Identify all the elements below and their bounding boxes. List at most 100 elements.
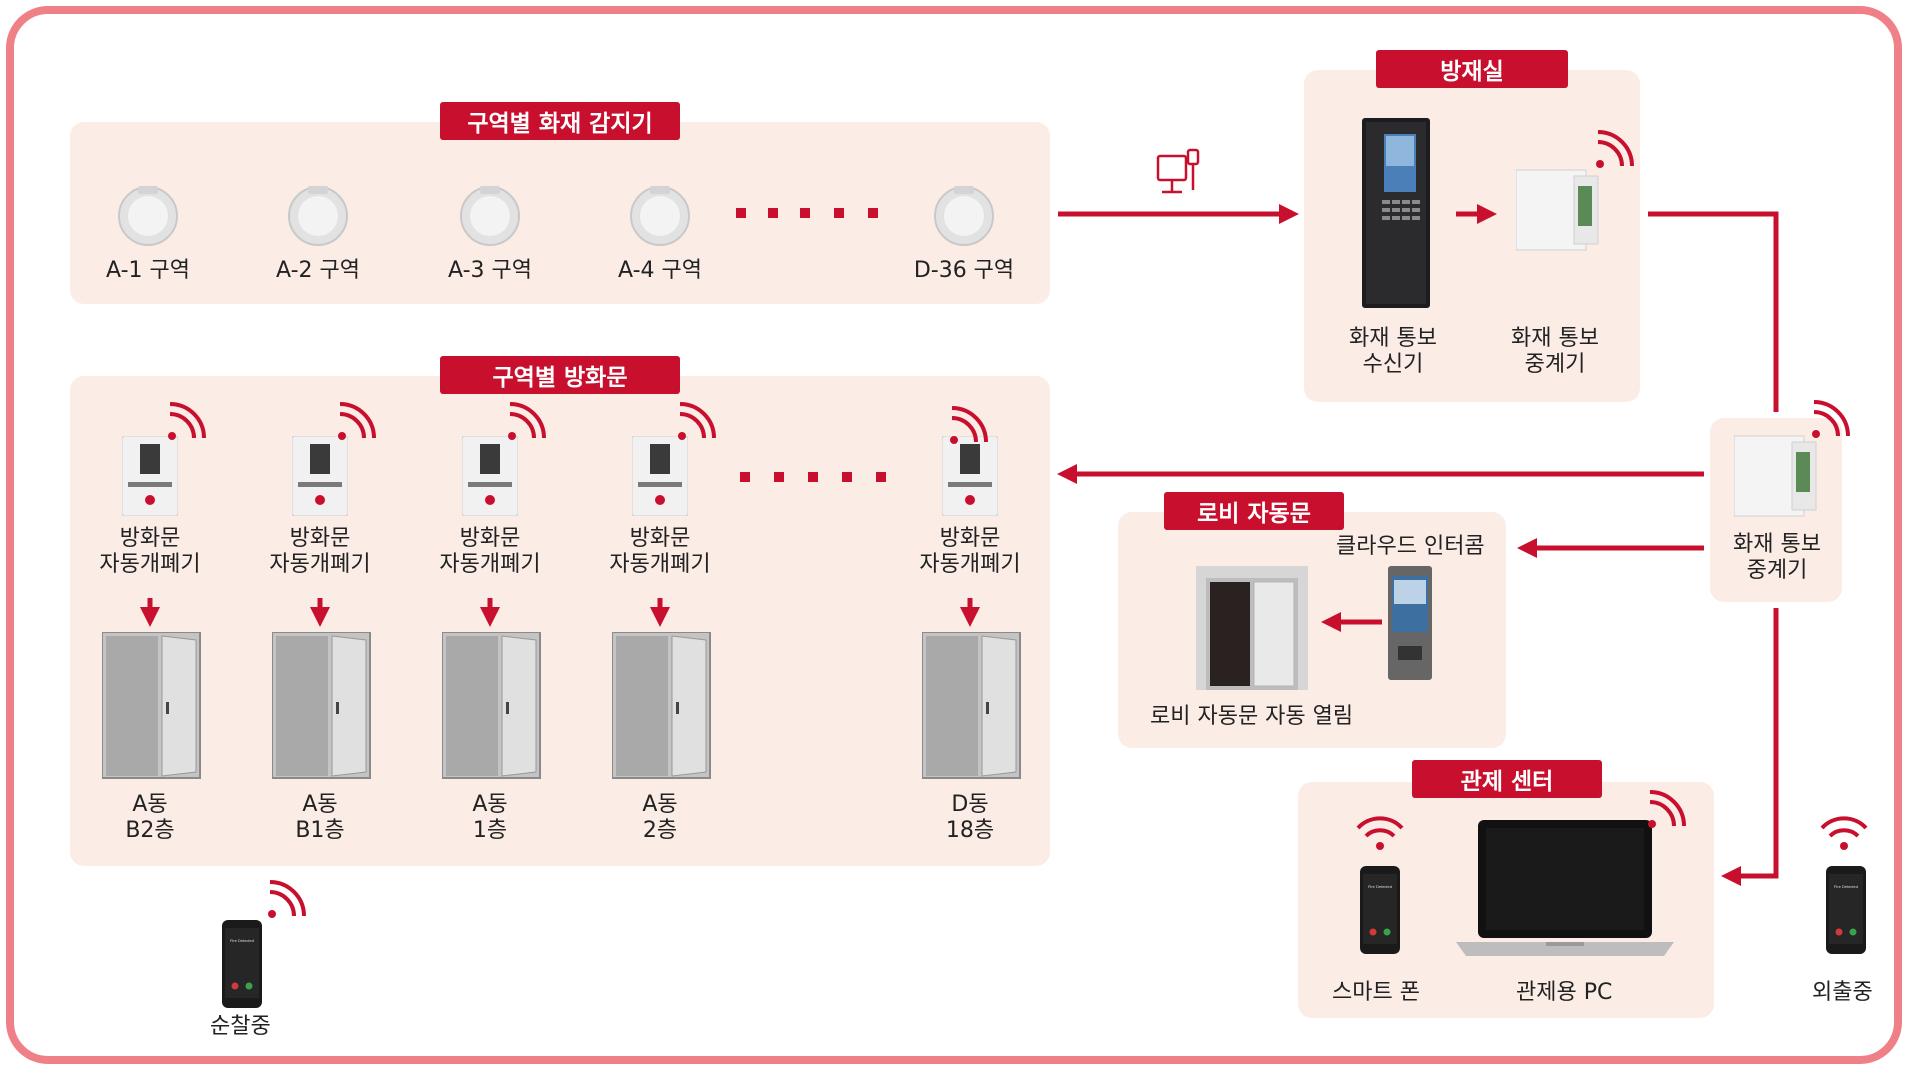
door-closer-label-line1: 방화문 [459,526,521,551]
door-closer-label: 방화문 자동개폐기 [245,526,395,578]
laptop-pc [1456,820,1674,956]
arrow-repeater2-to-monitor [1721,608,1779,886]
network-icon [1156,148,1200,194]
door-location-label: A동 2층 [600,792,720,844]
fire-door-image [102,632,201,779]
lobby-door-open-label: 로비 자동문 자동 열림 [1150,704,1354,729]
lobby-panel [1118,512,1506,748]
door-location-label: D동 18층 [910,792,1030,844]
door-location-line2: 1층 [472,818,508,843]
lobby-door-image [1196,566,1308,690]
door-closer-label: 방화문 자동개폐기 [895,526,1045,578]
detectors-title: 구역별 화재 감지기 [440,102,680,140]
door-location-line1: A동 [132,792,168,817]
door-closer-label-line2: 자동개폐기 [609,552,711,577]
monitor-smartphone: Fire Detected [1360,866,1400,954]
away-label: 외출중 [1812,980,1873,1005]
fire-receiver-cabinet [1362,118,1430,308]
detector-label: A-2 구역 [276,258,360,283]
door-closer-label-line1: 방화문 [289,526,351,551]
detector-label: A-3 구역 [448,258,532,283]
door-closer-label-line1: 방화문 [119,526,181,551]
repeater1-label-line2: 중계기 [1524,352,1586,377]
wifi-signal-icon [1648,790,1686,828]
door-closer-device [122,436,178,516]
phone-screen-text: Fire Detected [1368,884,1392,889]
detectors-panel [70,122,1050,304]
phone-screen-text: Fire Detected [230,938,254,943]
smoke-detector-icon [460,186,520,246]
repeater2-label-line2: 중계기 [1746,558,1808,583]
line-repeater-to-repeater2 [1648,211,1779,412]
smoke-detector-icon [288,186,348,246]
door-location-line2: 2층 [642,818,678,843]
door-closer-label-line2: 자동개폐기 [919,552,1021,577]
door-closer-device [462,436,518,516]
door-location-line2: B1층 [295,818,345,843]
fire-door-image [922,632,1021,779]
smoke-detector-icon [934,186,994,246]
door-location-line1: D동 [951,792,989,817]
firedoors-title: 구역별 방화문 [440,356,680,394]
lobby-title: 로비 자동문 [1164,492,1344,530]
door-location-label: A동 B1층 [260,792,380,844]
door-closer-label: 방화문 자동개폐기 [415,526,565,578]
door-closer-device [942,436,998,516]
patrol-phone: Fire Detected [222,920,262,1008]
door-closer-label-line1: 방화문 [939,526,1001,551]
wifi-signal-icon [678,402,716,440]
door-location-line1: A동 [472,792,508,817]
door-location-label: A동 1층 [430,792,550,844]
door-location-line1: A동 [302,792,338,817]
wifi-signal-icon [1356,816,1404,850]
wifi-signal-icon [1812,400,1850,438]
outer-frame [6,6,1902,1064]
receiver-label-line1: 화재 통보 [1349,326,1437,351]
detector-label: A-1 구역 [106,258,190,283]
door-closer-label-line2: 자동개폐기 [439,552,541,577]
intercom-label: 클라우드 인터콤 [1336,534,1485,559]
wifi-signal-icon [1596,130,1634,168]
detector-label: D-36 구역 [913,258,1015,283]
receiver-label: 화재 통보 수신기 [1318,326,1468,378]
door-closer-label: 방화문 자동개폐기 [75,526,225,578]
wifi-signal-icon [950,406,988,444]
repeater1-label-line1: 화재 통보 [1511,326,1599,351]
wifi-signal-icon [1820,816,1868,850]
repeater2-label-line1: 화재 통보 [1733,532,1821,557]
door-closer-label-line1: 방화문 [629,526,691,551]
receiver-label-line2: 수신기 [1362,352,1424,377]
fire-door-image [612,632,711,779]
fire-door-image [442,632,541,779]
detectors-ellipsis [736,208,878,218]
patrol-label: 순찰중 [210,1014,271,1039]
wifi-signal-icon [338,402,376,440]
door-closer-device [632,436,688,516]
wifi-signal-icon [268,880,306,918]
door-closer-device [292,436,348,516]
wifi-signal-icon [508,402,546,440]
firedoors-panel [70,376,1050,866]
door-location-label: A동 B2층 [90,792,210,844]
control-room-title: 방재실 [1376,50,1568,88]
doors-ellipsis [740,472,886,482]
smoke-detector-icon [118,186,178,246]
door-location-line2: 18층 [945,818,995,843]
cloud-intercom-device [1388,566,1432,680]
door-closer-label-line2: 자동개폐기 [269,552,371,577]
repeater-box-2 [1734,435,1817,517]
detector-label: A-4 구역 [618,258,702,283]
smoke-detector-icon [630,186,690,246]
pc-label: 관제용 PC [1516,980,1613,1005]
away-phone: Fire Detected [1826,866,1866,954]
wifi-signal-icon [168,402,206,440]
monitor-title: 관제 센터 [1412,760,1602,798]
phone-screen-text: Fire Detected [1834,884,1858,889]
door-closer-label: 방화문 자동개폐기 [585,526,735,578]
door-location-line2: B2층 [125,818,175,843]
repeater2-label: 화재 통보 중계기 [1702,532,1852,584]
smartphone-label: 스마트 폰 [1332,980,1420,1005]
repeater1-label: 화재 통보 중계기 [1480,326,1630,378]
door-closer-label-line2: 자동개폐기 [99,552,201,577]
